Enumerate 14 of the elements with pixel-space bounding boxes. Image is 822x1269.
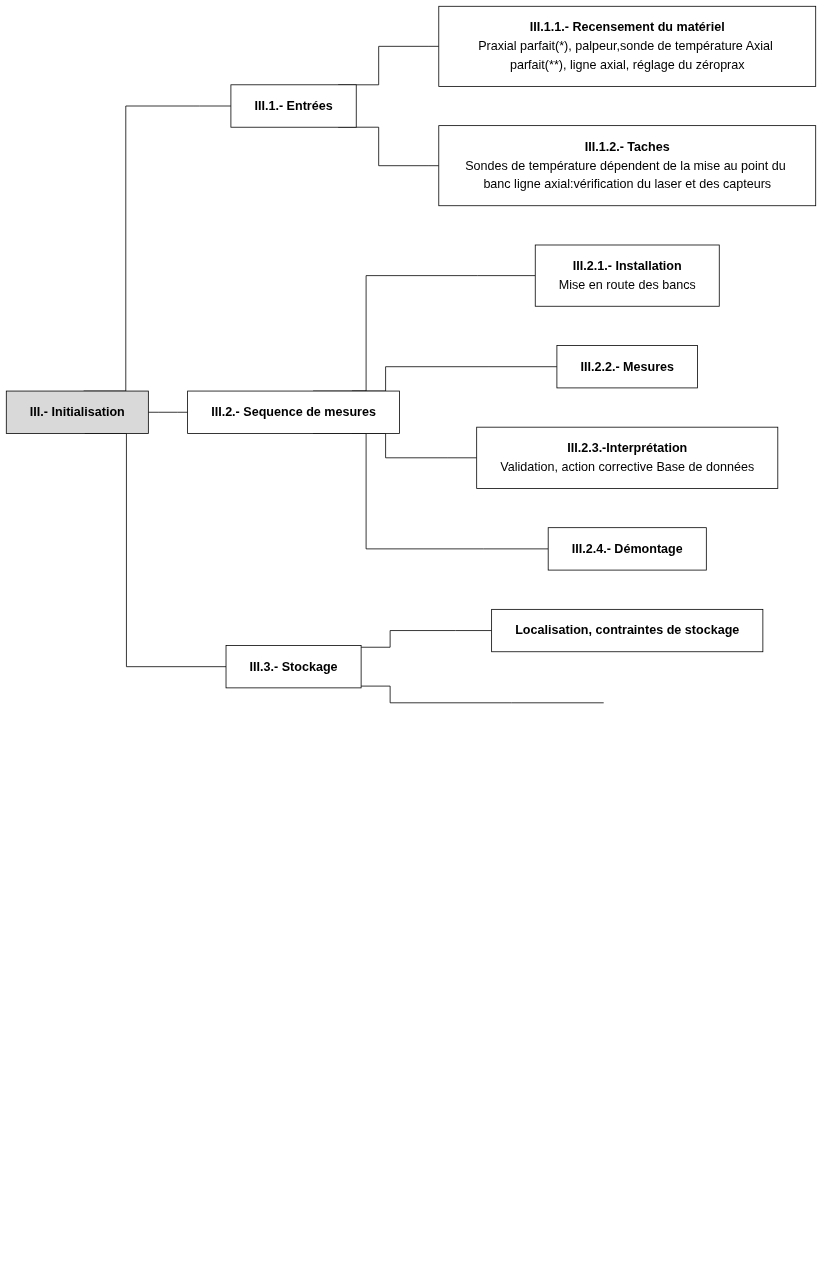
node-box: III.2.3.-Interprétation Validation, action corrective Base de données	[476, 426, 779, 489]
node-box: III.1.- Entrées	[230, 84, 357, 128]
node-box: III.- Initialisation	[5, 390, 149, 434]
node-box: III.2.2.- Mesures	[556, 345, 698, 389]
node-box: Localisation, contraintes de stockage	[491, 608, 764, 653]
node-box: III.1.1.- Recensement du matériel Praxial parfait(*), palpeur,sonde de température Axial parfait(**), ligne axial, réglage du zéroprax	[438, 5, 817, 87]
node-box: III.2.1.- Installation Mise en route des bancs	[534, 244, 720, 307]
connector	[360, 630, 493, 648]
connector	[360, 685, 605, 704]
node-box: III.3.- Stockage	[225, 645, 362, 689]
node-box: III.2.- Sequence de mesures	[187, 390, 400, 434]
node-box: III.1.2.- Taches Sondes de température dépendent de la mise au point du banc ligne axial:vérification du laser et des capteurs	[438, 125, 817, 207]
connector	[147, 411, 188, 413]
node-box: III.2.4.- Démontage	[547, 527, 707, 571]
